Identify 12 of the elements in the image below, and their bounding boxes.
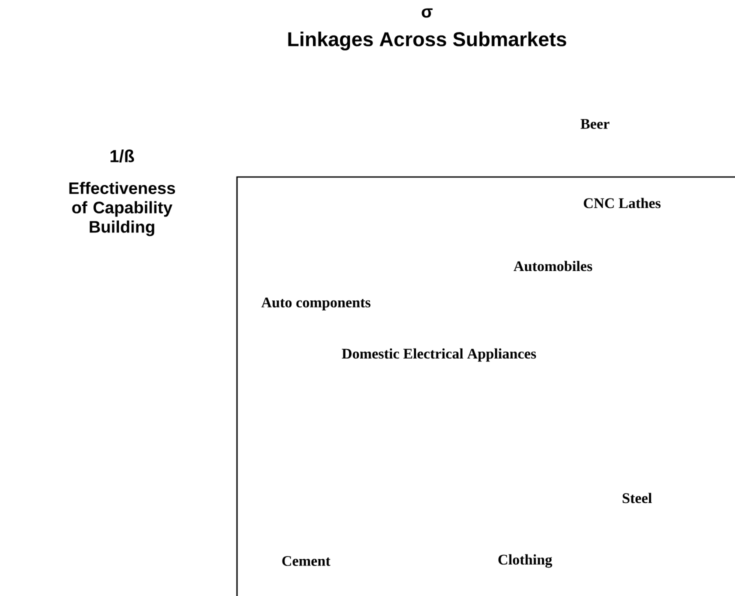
item-label: Domestic Electrical Appliances <box>342 348 536 362</box>
item-label: Clothing <box>498 554 552 568</box>
item-label: Cement <box>282 556 330 566</box>
item-label: Beer <box>580 119 610 129</box>
chart-title: Linkages Across Submarkets <box>288 32 566 50</box>
axis-symbol: σ <box>422 8 433 18</box>
axis-title: Effectiveness of Capability Building <box>69 182 176 236</box>
item-label: CNC Lathes <box>584 198 661 208</box>
axis-symbol: 1/ß <box>110 150 134 162</box>
item-label: Auto components <box>261 298 370 310</box>
item-label: Automobiles <box>514 260 592 272</box>
item-label: Steel <box>622 492 652 504</box>
